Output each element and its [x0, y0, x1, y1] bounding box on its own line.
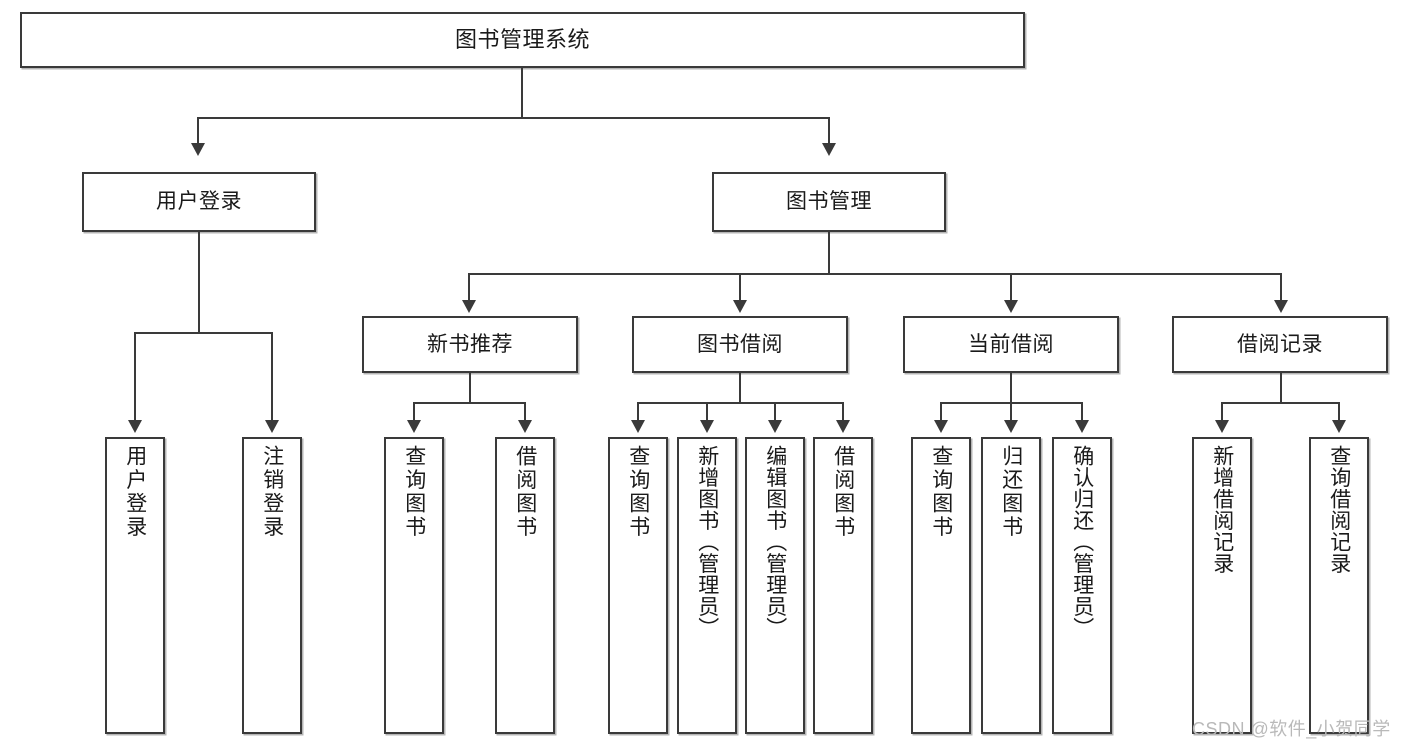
node-label: 用户登录 — [123, 445, 147, 539]
arrow-leaf-query-record — [1332, 420, 1346, 433]
connector-book-borrow-child-1 — [637, 402, 639, 422]
csdn-watermark: CSDN @软件_小贺同学 — [1192, 719, 1391, 739]
node-leaf-query-borrow-record[interactable]: 查询借阅记录 — [1309, 437, 1369, 734]
connector-user-login-child-1 — [134, 332, 136, 422]
connector-user-login-stem — [198, 232, 200, 333]
node-label: 归还图书 — [999, 445, 1023, 539]
node-label: 新增图书（管理员） — [695, 445, 719, 639]
arrow-to-current-borrow — [1004, 300, 1018, 313]
node-new-book-recommendation[interactable]: 新书推荐 — [362, 316, 578, 373]
node-label: 当前借阅 — [968, 332, 1054, 356]
node-leaf-edit-book-admin[interactable]: 编辑图书（管理员） — [745, 437, 805, 734]
connector-borrow-record-stem — [1280, 373, 1282, 403]
node-label: 查询图书 — [626, 445, 650, 539]
arrow-leaf-query-book-2 — [631, 420, 645, 433]
connector-new-book-rec-child-1 — [413, 402, 415, 422]
node-book-management-system[interactable]: 图书管理系统 — [20, 12, 1025, 68]
arrow-to-borrow-record — [1274, 300, 1288, 313]
node-leaf-query-book-current[interactable]: 查询图书 — [911, 437, 971, 734]
node-label: 图书管理 — [786, 190, 872, 214]
node-label: 注销登录 — [260, 445, 284, 539]
connector-to-current-borrow — [1010, 273, 1012, 302]
node-leaf-logout[interactable]: 注销登录 — [242, 437, 302, 734]
connector-to-user-login — [197, 117, 199, 145]
node-book-management[interactable]: 图书管理 — [712, 172, 946, 232]
node-label: 查询图书 — [402, 445, 426, 539]
connector-book-borrow-child-2 — [706, 402, 708, 422]
node-leaf-query-book-recommend[interactable]: 查询图书 — [384, 437, 444, 734]
connector-book-borrow-bus — [638, 402, 844, 404]
node-label: 确认归还（管理员） — [1070, 445, 1094, 639]
node-leaf-add-book-admin[interactable]: 新增图书（管理员） — [677, 437, 737, 734]
connector-current-borrow-child-2 — [1010, 402, 1012, 422]
arrow-leaf-confirm-return — [1075, 420, 1089, 433]
node-label: 查询图书 — [929, 445, 953, 539]
connector-to-borrow-record — [1280, 273, 1282, 302]
arrow-leaf-query-book-3 — [934, 420, 948, 433]
connector-current-borrow-stem — [1010, 373, 1012, 403]
arrow-to-new-book-rec — [462, 300, 476, 313]
node-leaf-confirm-return-admin[interactable]: 确认归还（管理员） — [1052, 437, 1112, 734]
node-leaf-borrow-book-recommend[interactable]: 借阅图书 — [495, 437, 555, 734]
connector-new-book-rec-stem — [469, 373, 471, 403]
node-leaf-borrow-book-borrow[interactable]: 借阅图书 — [813, 437, 873, 734]
connector-borrow-record-bus — [1222, 402, 1339, 404]
connector-borrow-record-child-1 — [1221, 402, 1223, 422]
node-leaf-return-book[interactable]: 归还图书 — [981, 437, 1041, 734]
node-label: 新书推荐 — [427, 332, 513, 356]
connector-book-borrow-child-3 — [774, 402, 776, 422]
connector-user-login-child-2 — [271, 332, 273, 422]
connector-book-borrow-child-4 — [842, 402, 844, 422]
connector-user-login-bus — [135, 332, 272, 334]
arrow-leaf-borrow-book-2 — [836, 420, 850, 433]
connector-to-book-manage — [828, 117, 830, 145]
node-leaf-user-login[interactable]: 用户登录 — [105, 437, 165, 734]
arrow-leaf-edit-book — [768, 420, 782, 433]
connector-new-book-rec-bus — [414, 402, 525, 404]
connector-current-borrow-child-3 — [1081, 402, 1083, 422]
connector-root-stem — [521, 68, 523, 118]
node-label: 图书借阅 — [697, 332, 783, 356]
arrow-leaf-user-login — [128, 420, 142, 433]
connector-book-borrow-stem — [739, 373, 741, 403]
arrow-leaf-add-book — [700, 420, 714, 433]
node-label: 借阅记录 — [1237, 332, 1323, 356]
connector-to-book-borrow — [739, 273, 741, 302]
connector-to-new-book-rec — [468, 273, 470, 302]
connector-book-manage-bus — [469, 273, 1281, 275]
node-label: 借阅图书 — [513, 445, 537, 539]
connector-new-book-rec-child-2 — [524, 402, 526, 422]
node-book-borrowing[interactable]: 图书借阅 — [632, 316, 848, 373]
connector-borrow-record-child-2 — [1338, 402, 1340, 422]
node-borrowing-record[interactable]: 借阅记录 — [1172, 316, 1388, 373]
arrow-leaf-add-record — [1215, 420, 1229, 433]
arrow-to-book-manage — [822, 143, 836, 156]
node-label: 查询借阅记录 — [1327, 445, 1351, 574]
connector-root-bus — [198, 117, 830, 119]
node-label: 图书管理系统 — [454, 26, 590, 52]
node-user-login[interactable]: 用户登录 — [82, 172, 316, 232]
node-label: 用户登录 — [156, 190, 242, 214]
arrow-leaf-query-book-1 — [407, 420, 421, 433]
arrow-to-user-login — [191, 143, 205, 156]
node-leaf-add-borrow-record[interactable]: 新增借阅记录 — [1192, 437, 1252, 734]
node-leaf-query-book-borrow[interactable]: 查询图书 — [608, 437, 668, 734]
arrow-leaf-return-book — [1004, 420, 1018, 433]
connector-current-borrow-child-1 — [940, 402, 942, 422]
arrow-to-book-borrow — [733, 300, 747, 313]
arrow-leaf-logout — [265, 420, 279, 433]
node-current-borrowing[interactable]: 当前借阅 — [903, 316, 1119, 373]
arrow-leaf-borrow-book-1 — [518, 420, 532, 433]
node-label: 编辑图书（管理员） — [763, 445, 787, 639]
node-label: 借阅图书 — [831, 445, 855, 539]
connector-book-manage-stem — [828, 232, 830, 274]
node-label: 新增借阅记录 — [1210, 445, 1234, 574]
